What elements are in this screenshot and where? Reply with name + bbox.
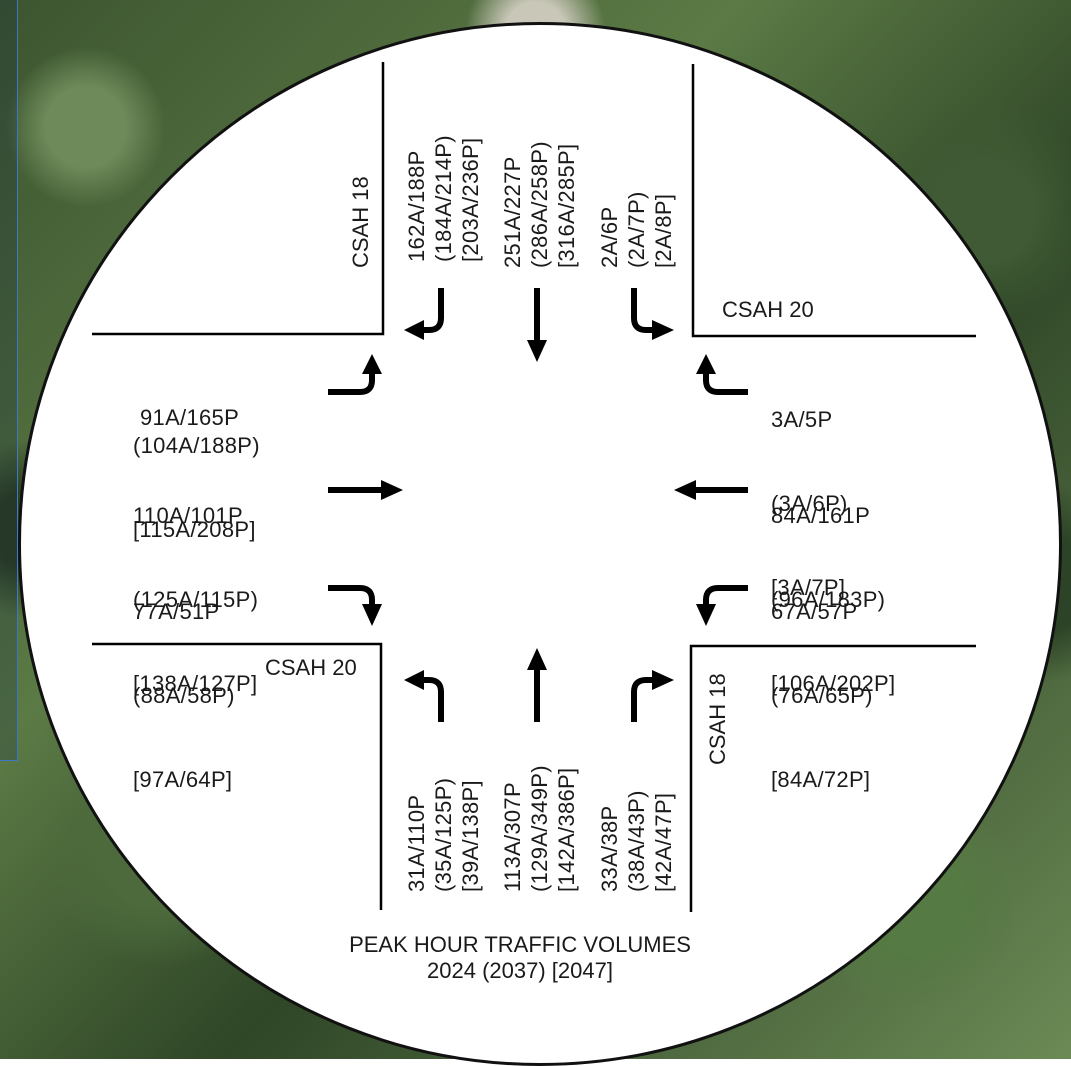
wb-right-arrowhead	[696, 354, 716, 374]
nb-left-line3: [39A/138P]	[458, 780, 484, 892]
diagram-caption: PEAK HOUR TRAFFIC VOLUMES 2024 (2037) [2…	[0, 932, 1040, 984]
road-label-east: CSAH 20	[722, 297, 814, 323]
sb-right-arrow	[422, 288, 441, 330]
sb-left-arrow	[634, 288, 654, 330]
wb-left-arrowhead	[696, 604, 716, 626]
eb-left-arrowhead	[362, 354, 382, 374]
eb-right-line2: (88A/58P)	[133, 682, 235, 710]
nb-through-arrowhead	[527, 648, 547, 670]
wb-left-line2: (76A/65P)	[771, 682, 873, 710]
nb-left-line1: 31A/110P	[404, 795, 430, 892]
curb-northeast	[693, 64, 976, 336]
wb-left-line1: 67A/57P	[771, 598, 873, 626]
eb-right-line3: [97A/64P]	[133, 766, 235, 794]
sb-left-arrowhead	[652, 320, 674, 340]
eb-right-arrow	[328, 588, 372, 606]
sb-left-line1: 2A/6P	[597, 207, 623, 268]
eb-through-line1: 110A/101P	[133, 502, 258, 530]
nb-left-arrow	[422, 680, 441, 722]
nb-left-arrowhead	[404, 670, 424, 690]
eb-left-arrow	[328, 372, 372, 392]
sb-through-arrowhead	[527, 340, 547, 362]
wb-right-arrow	[706, 372, 748, 392]
sb-right-arrowhead	[404, 320, 424, 340]
eb-right-volumes: 77A/51P (88A/58P) [97A/64P]	[133, 542, 235, 822]
wb-right-line1: 3A/5P	[771, 406, 848, 434]
nb-through-line3: [142A/386P]	[554, 768, 580, 892]
wb-left-line3: [84A/72P]	[771, 766, 873, 794]
sb-through-line1: 251A/227P	[500, 156, 526, 268]
nb-left-line2: (35A/125P)	[431, 778, 457, 892]
sb-through-line2: (286A/258P)	[527, 141, 553, 268]
nb-through-line2: (129A/349P)	[527, 765, 553, 892]
nb-right-line1: 33A/38P	[597, 805, 623, 892]
sb-right-line1: 162A/188P	[404, 150, 430, 262]
nb-right-arrow	[634, 680, 654, 722]
road-label-north: CSAH 18	[348, 176, 374, 268]
caption-years: 2024 (2037) [2047]	[0, 958, 1040, 984]
wb-left-arrow	[706, 588, 748, 606]
sb-right-line2: (184A/214P)	[431, 135, 457, 262]
caption-title: PEAK HOUR TRAFFIC VOLUMES	[0, 932, 1040, 958]
nb-right-line3: [42A/47P]	[651, 793, 677, 892]
wb-left-volumes: 67A/57P (76A/65P) [84A/72P]	[771, 542, 873, 822]
curb-northwest	[92, 62, 383, 334]
sb-through-line3: [316A/285P]	[554, 144, 580, 268]
nb-right-line2: (38A/43P)	[624, 790, 650, 892]
eb-right-arrowhead	[362, 604, 382, 626]
road-label-west: CSAH 20	[265, 655, 357, 681]
wb-through-line1: 84A/161P	[771, 502, 895, 530]
nb-right-arrowhead	[652, 670, 674, 690]
sb-left-line3: [2A/8P]	[651, 194, 677, 268]
eb-right-line1: 77A/51P	[133, 598, 235, 626]
sb-left-line2: (2A/7P)	[624, 191, 650, 268]
eb-through-arrowhead	[381, 480, 403, 500]
road-label-south: CSAH 18	[705, 673, 731, 765]
sb-right-line3: [203A/236P]	[458, 138, 484, 262]
wb-through-arrowhead	[674, 480, 696, 500]
nb-through-line1: 113A/307P	[500, 782, 526, 892]
